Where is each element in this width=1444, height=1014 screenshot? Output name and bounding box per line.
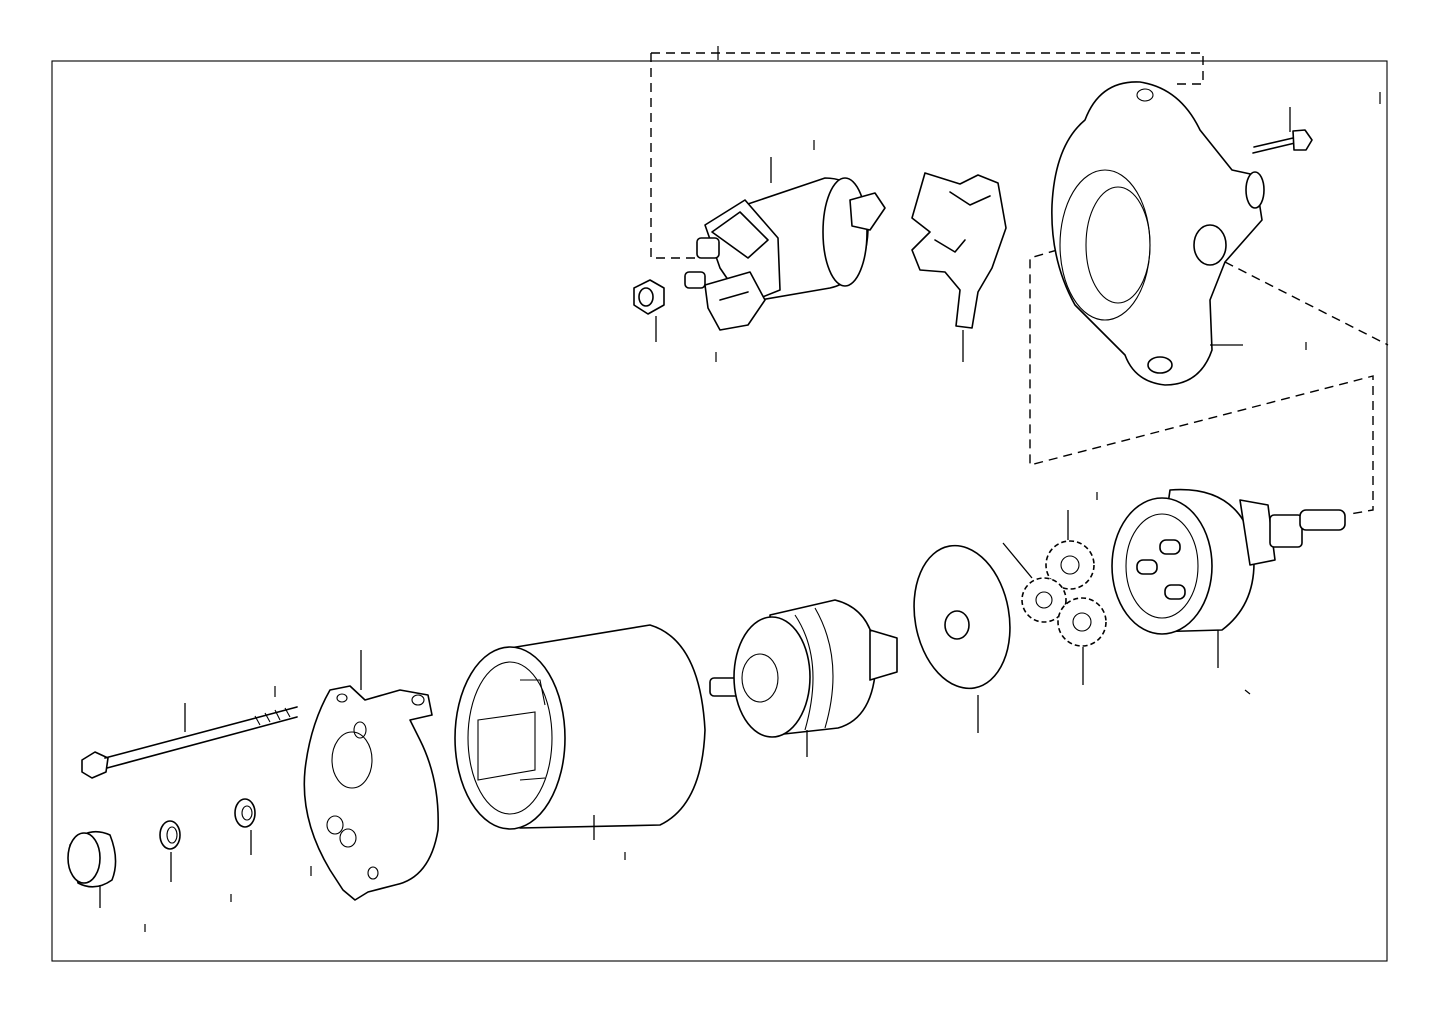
drive-lever [911,172,1007,362]
o-ring [159,820,181,882]
terminal-nut [633,279,717,362]
disc-icon [913,544,1011,690]
diagram-frame [51,60,1388,962]
magnetic-switch [684,140,886,331]
through-bolt [81,686,298,779]
solenoid-icon [684,177,886,331]
drive-housing [1051,81,1381,386]
bolt-icon [1252,129,1313,154]
armature [709,599,898,757]
planetary-gears [1002,510,1107,685]
group-bracket-switch [650,46,1204,259]
gear-icon [1021,540,1107,647]
yoke [454,624,706,860]
clutch-icon [1111,488,1346,635]
cap-icon [67,830,117,888]
group-bracket-housing [1029,232,1389,515]
clutch-pinion-assembly [1096,488,1346,668]
ring-icon [159,820,181,850]
yoke-icon [454,624,706,830]
nut-icon [633,279,665,315]
washer [230,798,256,902]
end-cap [67,830,146,932]
housing-bolt [1252,107,1313,154]
armature-icon [709,599,898,738]
bolt-icon [81,706,298,779]
housing-icon [1051,81,1265,386]
gear-plate [913,544,1011,733]
lever-icon [911,172,1007,329]
washer-icon [234,798,256,828]
end-frame [303,650,439,901]
end-frame-icon [303,685,439,901]
